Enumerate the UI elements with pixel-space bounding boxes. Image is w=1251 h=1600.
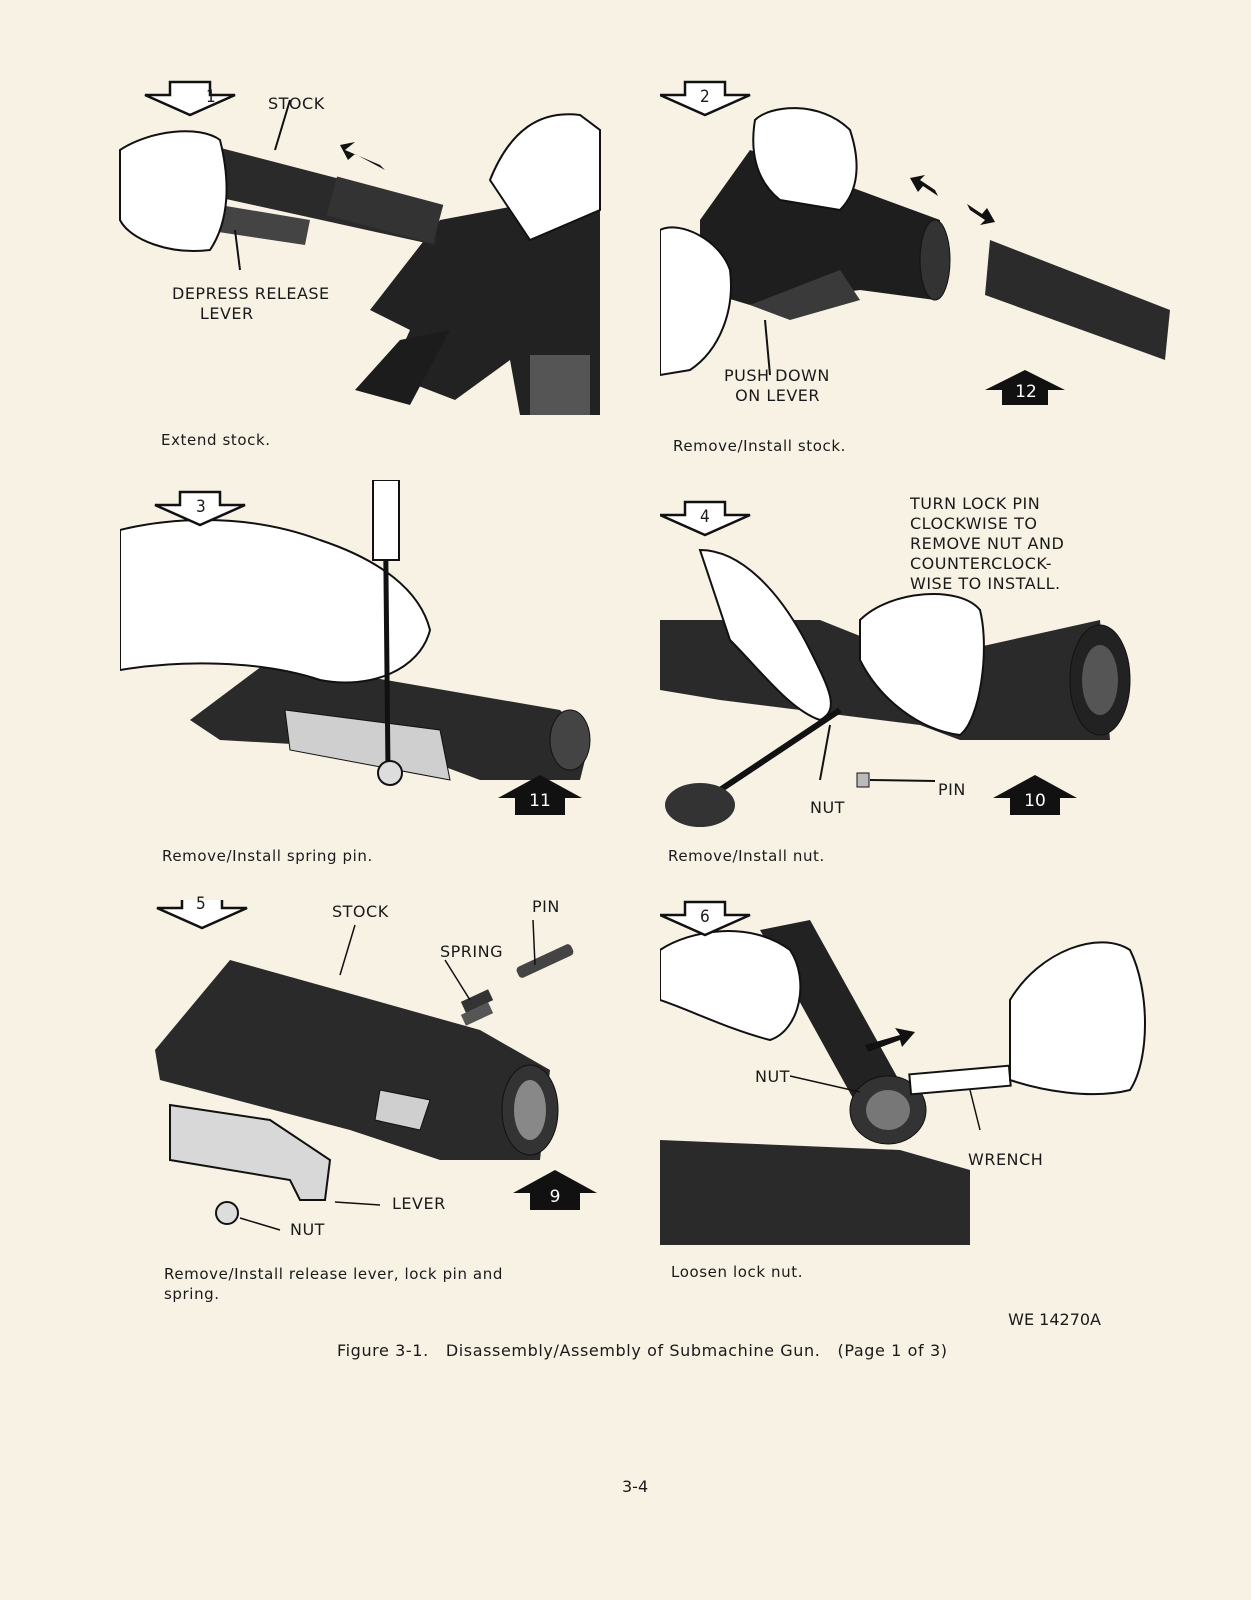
illustration-remove-nut [660,500,1131,827]
caption-step-5: Remove/Install release lever, lock pin a… [164,1265,503,1303]
label-nut-part: NUT [290,1220,325,1239]
label-nut: NUT [810,798,845,817]
ref-step-9: 9 [549,1187,561,1207]
panel-step-2: 2 PUSH DOWN ON LEVER 12 [660,70,1170,420]
label-pin: PIN [938,780,966,799]
caption-step-4: Remove/Install nut. [668,847,825,865]
label-lever-part: LEVER [392,1194,446,1213]
page-number: 3-4 [622,1477,649,1496]
step-number-6: 6 [700,907,711,927]
figure-caption: Figure 3-1. Disassembly/Assembly of Subm… [337,1341,948,1360]
step-number-1: 1 [206,87,217,107]
label-turn-lock-pin-instructions: TURN LOCK PIN CLOCKWISE TO REMOVE NUT AN… [910,494,1065,593]
illustration-extend-stock [119,80,601,415]
panel-step-5: 5 STOCK PIN SPRING LEVER NUT 9 [150,894,610,1260]
panel-step-4: 4 TURN LOCK PIN CLOCKWISE TO REMOVE NUT … [660,490,1170,835]
step-number-5: 5 [196,894,207,914]
ref-step-11: 11 [529,791,551,811]
panel-step-1: 1 STOCK DEPRESS RELEASE LEVER [110,70,610,420]
document-number: WE 14270A [1008,1310,1101,1329]
label-spring-part: SPRING [440,942,504,961]
caption-step-1: Extend stock. [161,431,271,449]
ref-step-12: 12 [1015,382,1037,402]
label-push-down-on-lever: PUSH DOWN ON LEVER [724,366,830,405]
panel-step-6: 6 NUT WRENCH [660,890,1170,1250]
ref-step-10: 10 [1024,791,1046,811]
label-wrench: WRENCH [968,1150,1044,1169]
caption-step-3: Remove/Install spring pin. [162,847,373,865]
label-stock-part: STOCK [332,902,389,921]
label-stock: STOCK [268,94,325,113]
illustration-loosen-lock-nut [660,900,1146,1245]
illustration-release-lever-parts [155,900,597,1231]
step-number-3: 3 [196,497,207,517]
label-depress-release-lever: DEPRESS RELEASE LEVER [172,284,330,323]
step-number-2: 2 [700,87,711,107]
panel-step-3: 3 11 [120,480,610,820]
step-number-4: 4 [700,507,711,527]
caption-step-2: Remove/Install stock. [673,437,847,455]
illustration-remove-spring-pin [120,480,591,815]
illustration-remove-stock [660,80,1170,405]
label-nut-6: NUT [755,1067,790,1086]
caption-step-6: Loosen lock nut. [671,1263,804,1281]
label-pin-part: PIN [532,897,560,916]
